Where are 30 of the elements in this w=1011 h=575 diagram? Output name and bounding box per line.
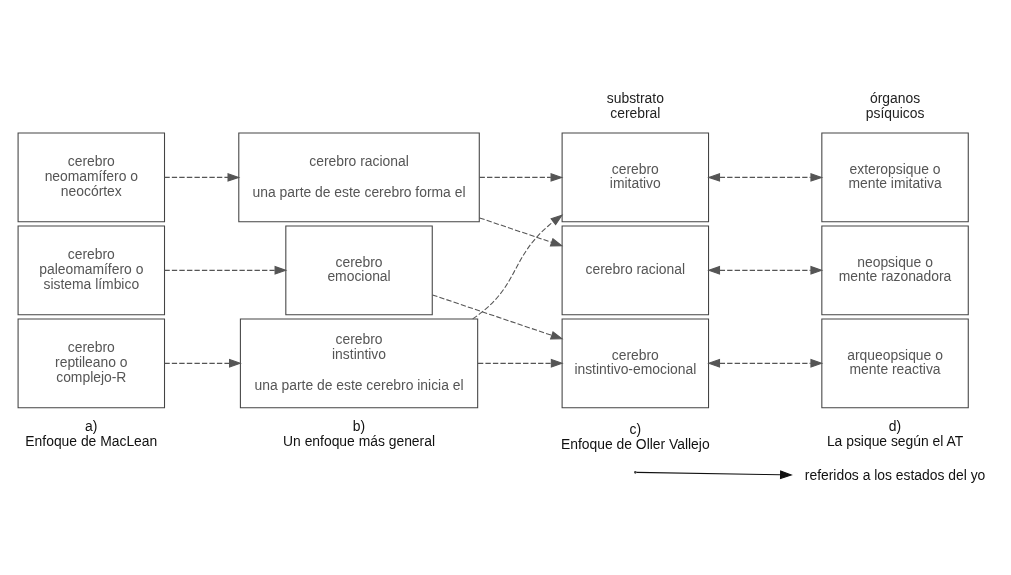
label: órganos psíquicos [865, 89, 924, 121]
arrow [706, 358, 823, 368]
legend-label: referidos a los estados del yo [804, 466, 985, 483]
node-box: exteropsique o mente imitativa [820, 132, 969, 222]
arrow [478, 172, 563, 182]
node-box: cerebro instintivo una parte de este cerebro inicia el [239, 317, 478, 408]
node-box: cerebro racional [561, 224, 709, 315]
arrow [478, 216, 563, 246]
label: b) [352, 417, 365, 434]
label: a) [84, 417, 97, 434]
arrow [476, 358, 564, 368]
arrow [706, 265, 823, 275]
arrow [431, 293, 563, 339]
node-box: cerebro reptileano o complejo-R [17, 317, 165, 408]
label: substrato cerebral [606, 89, 664, 121]
arrow [471, 213, 563, 319]
node-box: cerebro emocional [284, 224, 433, 315]
arrow [706, 172, 823, 182]
node-box: neopsique o mente razonadora [820, 224, 969, 315]
node-box: cerebro neomamífero o neocórtex [17, 132, 165, 222]
node-box: cerebro imitativo [561, 132, 709, 222]
arrow [163, 265, 287, 275]
label: d) [888, 417, 901, 434]
node-box: cerebro paleomamífero o sistema límbico [17, 224, 165, 315]
node-box: cerebro instintivo-emocional [561, 317, 709, 408]
label: c) [629, 420, 641, 437]
node-box: arqueopsique o mente reactiva [820, 317, 969, 408]
node-box: cerebro racional una parte de este cerebro forma el [237, 132, 480, 222]
arrow [163, 358, 242, 368]
arrow [163, 172, 240, 182]
